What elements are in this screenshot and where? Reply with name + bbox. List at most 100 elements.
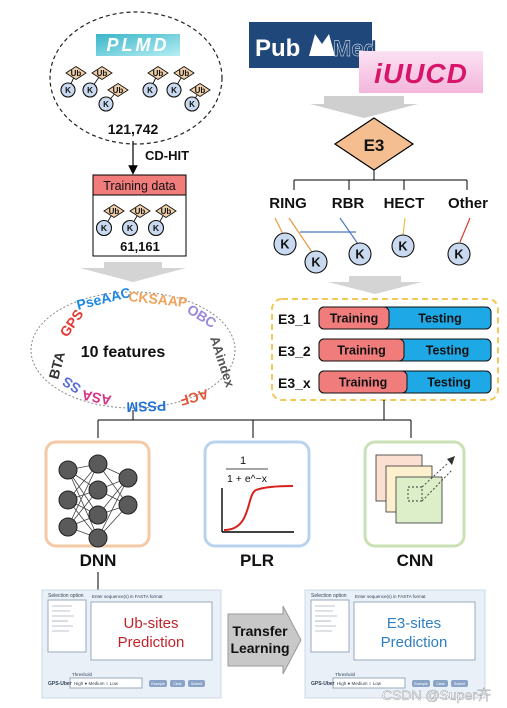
svg-text:K: K — [171, 86, 177, 95]
k-circle: K — [142, 82, 158, 98]
ub-diamond: Ub — [147, 65, 169, 81]
k-circle: K — [391, 234, 415, 258]
pubmed-text-left: Pub — [255, 35, 300, 62]
svg-text:K: K — [153, 223, 160, 233]
ub-submit-button[interactable]: Submit — [191, 682, 202, 686]
arrow-to-features — [80, 262, 186, 282]
k-circle: K — [95, 219, 113, 237]
ub-diamond: Ub — [65, 65, 87, 81]
iuucd-text: iUUCD — [374, 58, 468, 89]
ub-diamond: Ub — [155, 203, 177, 219]
network-node — [88, 505, 108, 525]
feature-asa: ASA — [80, 387, 112, 409]
svg-text:K: K — [127, 223, 134, 233]
feature-pssm: PSSM — [126, 398, 166, 415]
training-data-count: 61,161 — [120, 239, 160, 254]
k-circle: K — [447, 242, 471, 266]
k-circle: K — [147, 219, 165, 237]
network-node — [58, 490, 78, 510]
svg-text:K: K — [87, 86, 93, 95]
cd-hit-label: CD-HIT — [145, 148, 189, 163]
ub-diamond: Ub — [103, 203, 125, 219]
feature-cksaap: CKSAAP — [128, 288, 188, 310]
dnn-model-card: DNN — [44, 440, 151, 570]
split-name: E3_2 — [278, 343, 311, 359]
svg-text:Ub: Ub — [113, 86, 124, 95]
e3-submit-button[interactable]: Submit — [454, 682, 465, 686]
transfer-learning-arrow: Transfer Learning — [227, 605, 302, 675]
plr-model-card: 1 1 + e^−x PLR — [203, 440, 311, 570]
arrow-to-splits — [328, 276, 422, 294]
e3-gps-logo: GPS-Uber — [311, 681, 335, 687]
split-training-label: Training — [339, 376, 388, 390]
family-connectors — [274, 217, 471, 259]
svg-text:Ub: Ub — [179, 69, 190, 78]
svg-text:Selection option: Selection option — [48, 593, 84, 599]
k-circle: K — [348, 242, 372, 266]
ub-diamond: Ub — [107, 82, 129, 98]
model-connectors — [97, 400, 412, 438]
svg-text:K: K — [280, 238, 290, 252]
k-circle: K — [184, 96, 200, 112]
split-training-label: Training — [337, 344, 386, 358]
network-node — [118, 468, 138, 488]
svg-text:K: K — [189, 100, 195, 109]
split-name: E3_1 — [278, 311, 311, 327]
k-circle: K — [166, 82, 182, 98]
family-hect: HECT — [384, 195, 425, 212]
network-node — [58, 517, 78, 537]
ub-diamond: Ub — [129, 203, 151, 219]
svg-text:Ub: Ub — [109, 207, 120, 216]
e3-sites-title-line2: Prediction — [381, 634, 448, 651]
plr-label: PLR — [240, 551, 274, 570]
k-circle: K — [98, 96, 114, 112]
ub-example-button[interactable]: Example — [151, 682, 165, 686]
svg-text:Ub: Ub — [195, 86, 206, 95]
split-testing-label: Testing — [427, 376, 471, 390]
ub-gps-logo: GPS-Uber — [48, 681, 72, 687]
e3-predictor-panel: Selection option Enter sequence(s) in FA… — [304, 589, 486, 699]
k-circle: K — [273, 232, 297, 256]
ub-clear-button[interactable]: Clear — [173, 682, 182, 686]
split-row: E3_2 Training Testing — [278, 338, 492, 362]
features-center-label: 10 features — [81, 344, 166, 361]
ub-diamond: Ub — [189, 82, 211, 98]
svg-text:Enter sequence(s) in FASTA for: Enter sequence(s) in FASTA format — [355, 594, 426, 599]
svg-text:Enter sequence(s) in FASTA for: Enter sequence(s) in FASTA format — [92, 594, 163, 599]
network-node — [88, 454, 108, 474]
svg-text:K: K — [65, 86, 71, 95]
network-node — [88, 480, 108, 500]
plr-formula-numerator: 1 — [240, 455, 246, 467]
svg-text:Threshold: Threshold — [72, 672, 93, 677]
sigmoid-curve — [223, 485, 294, 531]
e3-sites-title-line1: E3-sites — [387, 615, 441, 632]
svg-text:Ub: Ub — [153, 69, 164, 78]
k-circle: K — [121, 219, 139, 237]
svg-text:Threshold: Threshold — [335, 672, 356, 677]
split-testing-label: Testing — [418, 312, 462, 326]
family-rbr: RBR — [332, 195, 365, 212]
svg-text:K: K — [398, 240, 408, 254]
split-training-label: Training — [330, 312, 379, 326]
e3-example-button[interactable]: Example — [414, 682, 428, 686]
family-ring: RING — [269, 195, 307, 212]
network-node — [58, 460, 78, 480]
e3-gray-arrow — [310, 96, 418, 118]
training-data-title: Training data — [103, 179, 176, 193]
pubmed-logo: Pub Med — [249, 22, 377, 68]
network-node — [118, 495, 138, 515]
dnn-label: DNN — [80, 551, 117, 570]
csdn-watermark: CSDN @Super齐 — [382, 687, 491, 703]
iuucd-logo: iUUCD — [359, 51, 483, 93]
svg-text:K: K — [311, 256, 321, 270]
neural-network-icon — [58, 454, 138, 548]
e3-clear-button[interactable]: Clear — [436, 682, 445, 686]
e3-diamond: E3 — [333, 117, 415, 171]
cnn-label: CNN — [397, 551, 434, 570]
network-node — [88, 528, 108, 548]
feature-acf: ACF — [178, 386, 210, 409]
split-testing-label: Testing — [426, 344, 470, 358]
